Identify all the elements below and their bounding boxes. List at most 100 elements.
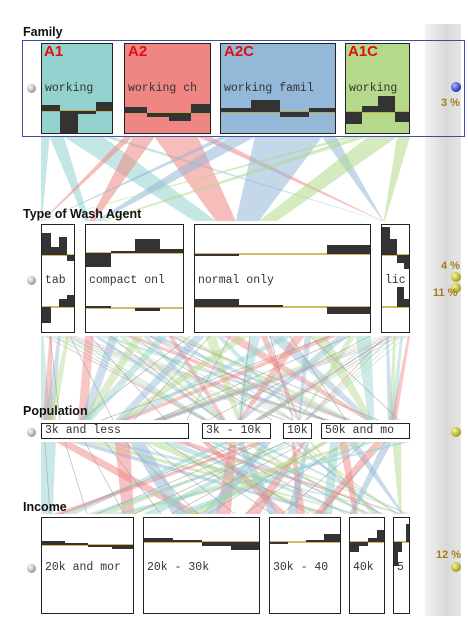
- population-bin-10k[interactable]: 10k: [283, 423, 312, 439]
- flow-ribbon: [42, 137, 230, 221]
- family-bin-code: A2: [128, 43, 148, 60]
- flow-ribbon: [41, 137, 50, 221]
- wash-agent-bin-label: normal only: [198, 274, 274, 287]
- wash-agent-bin-liquid[interactable]: lic: [381, 224, 410, 333]
- flow-thread: [96, 441, 266, 515]
- wash-agent-bin-normal-only[interactable]: normal only: [194, 224, 371, 333]
- flow-ribbon: [87, 442, 304, 514]
- flow-thread: [318, 441, 386, 515]
- flow-ribbon: [43, 336, 207, 420]
- flow-ribbon: [152, 336, 384, 420]
- income-bin-histogram: [350, 530, 384, 552]
- income-bin-40k[interactable]: 40k: [349, 517, 385, 614]
- population-radio-button[interactable]: [27, 428, 36, 437]
- wash-agent-percent-label-2: 11 %: [433, 287, 458, 299]
- flow-thread: [239, 335, 251, 421]
- family-bin-a2c[interactable]: A2C working famil: [220, 43, 336, 134]
- flow-ribbon: [222, 336, 372, 420]
- flow-ribbon: [386, 336, 394, 420]
- population-bin-3k-and-less[interactable]: 3k and less: [41, 423, 189, 439]
- flow-ribbon: [52, 336, 208, 420]
- flow-ribbon: [391, 336, 410, 420]
- population-bin-50k-and-more[interactable]: 50k and mo: [321, 423, 410, 439]
- flow-ribbon: [143, 336, 226, 420]
- flow-thread: [124, 441, 199, 515]
- family-selection-indicator[interactable]: [451, 82, 461, 92]
- flow-ribbon: [70, 336, 286, 420]
- flow-thread: [244, 441, 346, 515]
- family-bin-a1c[interactable]: A1C working: [345, 43, 410, 134]
- flow-ribbon: [41, 336, 51, 420]
- flow-thread: [149, 335, 326, 421]
- flow-thread: [154, 335, 351, 421]
- flow-ribbon: [63, 336, 329, 420]
- flow-thread: [260, 335, 391, 421]
- wash-agent-bin-label: tab: [45, 274, 66, 287]
- dimension-title-income: Income: [23, 500, 67, 514]
- flow-ribbon: [83, 336, 168, 420]
- flow-ribbon: [305, 336, 401, 420]
- income-bin-20k-30k[interactable]: 20k - 30k: [143, 517, 260, 614]
- income-bin-histogram: [42, 541, 133, 549]
- flow-ribbon: [155, 336, 398, 420]
- flow-ribbon: [93, 336, 224, 420]
- flow-ribbon: [49, 137, 90, 221]
- flow-ribbon: [298, 336, 312, 420]
- flow-thread: [204, 441, 347, 515]
- flow-ribbon: [110, 442, 410, 514]
- income-bin-30k-40k[interactable]: 30k - 40: [269, 517, 341, 614]
- income-bin-label: 40k: [353, 561, 374, 574]
- income-indicator[interactable]: [451, 562, 461, 572]
- flow-thread: [104, 441, 162, 515]
- flow-ribbon: [167, 336, 227, 420]
- income-bin-20k-and-more[interactable]: 20k and mor: [41, 517, 134, 614]
- flow-thread: [59, 441, 246, 515]
- flow-ribbon: [44, 336, 61, 420]
- flow-thread: [309, 335, 400, 421]
- income-radio-button[interactable]: [27, 564, 36, 573]
- wash-agent-bin-tab[interactable]: tab: [41, 224, 75, 333]
- dimension-title-wash-agent: Type of Wash Agent: [23, 207, 142, 221]
- wash-agent-radio-button[interactable]: [27, 276, 36, 285]
- family-bin-code: A1C: [348, 43, 379, 60]
- flow-ribbon: [43, 137, 355, 221]
- flow-thread: [129, 335, 273, 421]
- income-bin-histogram: [394, 524, 409, 566]
- income-bin-label: 5: [397, 561, 404, 574]
- wash-agent-indicator-2[interactable]: [451, 283, 461, 293]
- family-bin-a1[interactable]: A1 working: [41, 43, 113, 134]
- dimension-title-population: Population: [23, 404, 88, 418]
- population-bin-label: 3k and less: [45, 424, 121, 437]
- flow-thread: [133, 441, 286, 515]
- flow-ribbon: [46, 336, 327, 420]
- income-bin-50k[interactable]: 5: [393, 517, 410, 614]
- wash-agent-bin-compact-only[interactable]: compact onl: [85, 224, 184, 333]
- flow-ribbon: [46, 336, 70, 420]
- flow-ribbon: [122, 442, 366, 514]
- family-bin-a2[interactable]: A2 working ch: [124, 43, 211, 134]
- wash-agent-indicator-1[interactable]: [451, 272, 461, 282]
- population-indicator[interactable]: [451, 427, 461, 437]
- population-bin-3k-10k[interactable]: 3k - 10k: [202, 423, 271, 439]
- flow-ribbon: [115, 336, 206, 420]
- flow-ribbon: [118, 336, 294, 420]
- family-bin-label: working: [45, 82, 94, 95]
- flow-ribbon: [148, 336, 293, 420]
- flow-ribbon: [98, 336, 293, 420]
- flow-ribbon: [42, 336, 53, 420]
- flow-ribbon: [237, 336, 261, 420]
- flow-ribbon: [172, 442, 375, 514]
- family-radio-button[interactable]: [27, 84, 36, 93]
- flow-thread: [186, 335, 231, 421]
- income-bin-histogram: [270, 534, 340, 544]
- flow-ribbon: [258, 137, 397, 221]
- flow-ribbon: [116, 336, 250, 420]
- flow-ribbon: [69, 336, 209, 420]
- flow-ribbon: [41, 137, 133, 221]
- population-bin-label: 3k - 10k: [206, 424, 262, 437]
- family-bin-histogram: [125, 104, 210, 121]
- flow-thread: [133, 335, 211, 421]
- flow-ribbon: [95, 137, 255, 221]
- wash-agent-bin-histogram: [86, 239, 183, 311]
